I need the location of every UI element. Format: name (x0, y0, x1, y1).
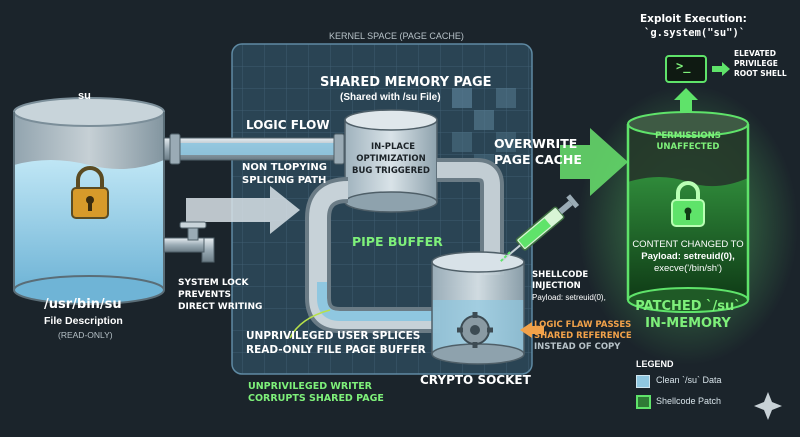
perm-1: PERMISSIONS (655, 131, 721, 141)
kernel-space-label: KERNEL SPACE (PAGE CACHE) (329, 31, 464, 41)
cylinder-text-1: IN-PLACE (370, 142, 416, 152)
patched-title-2: IN-MEMORY (645, 316, 731, 331)
up-arrow (674, 88, 698, 112)
patched-title-1: PATCHED `/su` (635, 299, 741, 314)
su-mode: (READ-ONLY) (58, 330, 113, 340)
exploit-title: Exploit Execution: (640, 13, 747, 25)
logic-flow-pipe (163, 133, 351, 165)
perm-2: UNAFFECTED (656, 142, 720, 152)
gear-icon (457, 312, 493, 348)
su-path: /usr/bin/su (44, 297, 122, 312)
logic-flaw-3: INSTEAD OF COPY (534, 342, 621, 352)
terminal-prompt: >_ (676, 59, 691, 73)
shellcode-2: INJECTION (532, 281, 581, 291)
system-lock-3: DIRECT WRITING (178, 302, 263, 312)
shared-memory-title: SHARED MEMORY PAGE (320, 75, 492, 90)
unpriv-splices-2: READ-ONLY FILE PAGE BUFFER (246, 344, 426, 356)
crypto-socket-tank (431, 251, 525, 365)
overwrite-1: OVERWRITE (494, 136, 578, 151)
system-lock-1: SYSTEM LOCK (178, 278, 249, 288)
unpriv-splices-1: UNPRIVILEGED USER SPLICES (246, 330, 421, 342)
patched-payload-2: execve('/bin/sh') (653, 263, 723, 274)
exploit-code: `g.system("su")` (644, 27, 746, 39)
legend-title: LEGEND (636, 359, 674, 369)
crypto-socket-label: CRYPTO SOCKET (420, 373, 531, 387)
su-desc: File Description (44, 315, 123, 327)
terminal-arrow (712, 62, 730, 76)
system-lock-2: PREVENTS (178, 290, 231, 300)
cylinder-text-3: BUG TRIGGERED (352, 166, 430, 176)
sparkle-icon (754, 392, 782, 420)
shellcode-1: SHELLCODE (532, 270, 589, 280)
shared-memory-cylinder (344, 109, 438, 213)
logic-flaw-1: LOGIC FLAW PASSES (534, 320, 632, 330)
splicing-line-2: SPLICING PATH (242, 175, 327, 186)
unpriv-writer-2: CORRUPTS SHARED PAGE (248, 393, 384, 404)
logic-flaw-arrow (520, 322, 544, 338)
su-tank (13, 97, 165, 305)
syringe-icon (501, 194, 580, 261)
cylinder-text-2: OPTIMIZATION (356, 154, 426, 164)
legend-swatch-shellcode (636, 395, 651, 409)
splicing-line-1: NON TLOPYING (242, 162, 327, 173)
content-changed: CONTENT CHANGED TO (632, 239, 744, 250)
green-padlock-icon (671, 181, 705, 227)
legend-swatch-clean (636, 375, 650, 388)
padlock-icon (71, 166, 109, 219)
terminal-icon (665, 55, 707, 83)
elevated-1: ELEVATED (734, 49, 777, 58)
vertical-pipe (437, 158, 504, 275)
faucet-icon (163, 221, 215, 263)
logic-flaw-2: SHARED REFERENCE (534, 331, 632, 341)
splicing-arrow (186, 186, 300, 234)
su-tank-label: su (78, 90, 91, 102)
unpriv-writer-1: UNPRIVILEGED WRITER (248, 381, 373, 392)
pipe-buffer-label: PIPE BUFFER (352, 234, 443, 249)
elevated-3: ROOT SHELL (734, 69, 787, 78)
legend-clean-label: Clean `/su` Data (656, 375, 722, 385)
shellcode-payload: Payload: setreuid(0), (532, 293, 606, 302)
logic-flow-label: LOGIC FLOW (246, 118, 330, 132)
shared-memory-subtitle: (Shared with /su File) (340, 92, 441, 103)
patched-payload-1: Payload: setreuid(0), (641, 251, 735, 262)
legend-shellcode-label: Shellcode Patch (656, 396, 722, 406)
overwrite-2: PAGE CACHE (494, 152, 582, 167)
elevated-2: PRIVILEGE (734, 59, 778, 68)
